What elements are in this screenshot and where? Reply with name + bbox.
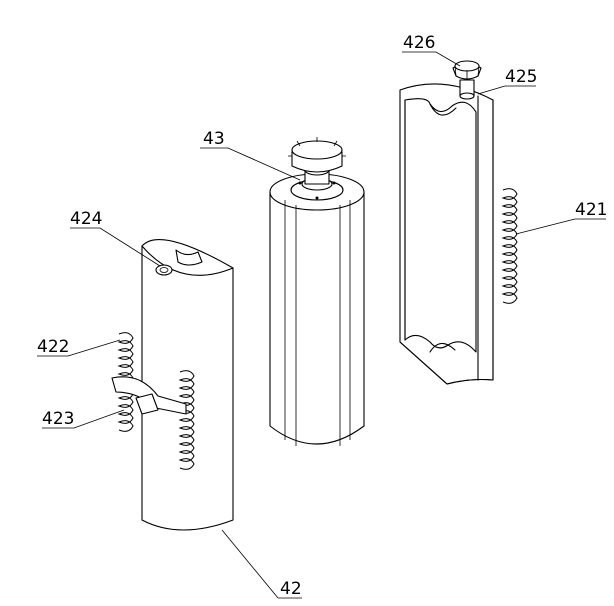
label-424: 424	[70, 209, 102, 229]
adjustment-knob-426	[452, 60, 482, 100]
label-425: 425	[505, 67, 537, 87]
right-shell-cavity	[404, 98, 477, 353]
label-426: 426	[403, 33, 435, 53]
right-half-shell	[399, 83, 494, 385]
cylinder-43	[269, 137, 365, 446]
spring-right-on-left-shell	[178, 370, 195, 470]
label-43: 43	[203, 129, 225, 149]
leader-lines	[37, 51, 606, 599]
reference-numerals: 426 425 43 421 424 422 423 42	[37, 33, 607, 599]
label-42: 42	[280, 579, 302, 599]
left-shell-body	[141, 239, 234, 531]
bracket-423	[111, 376, 187, 415]
label-422: 422	[37, 337, 69, 357]
label-421: 421	[575, 200, 607, 220]
label-423: 423	[42, 409, 74, 429]
spring-421	[501, 188, 518, 304]
left-half-shell-42	[141, 239, 234, 531]
hole-424	[155, 264, 173, 276]
cylinder-body	[269, 191, 365, 445]
